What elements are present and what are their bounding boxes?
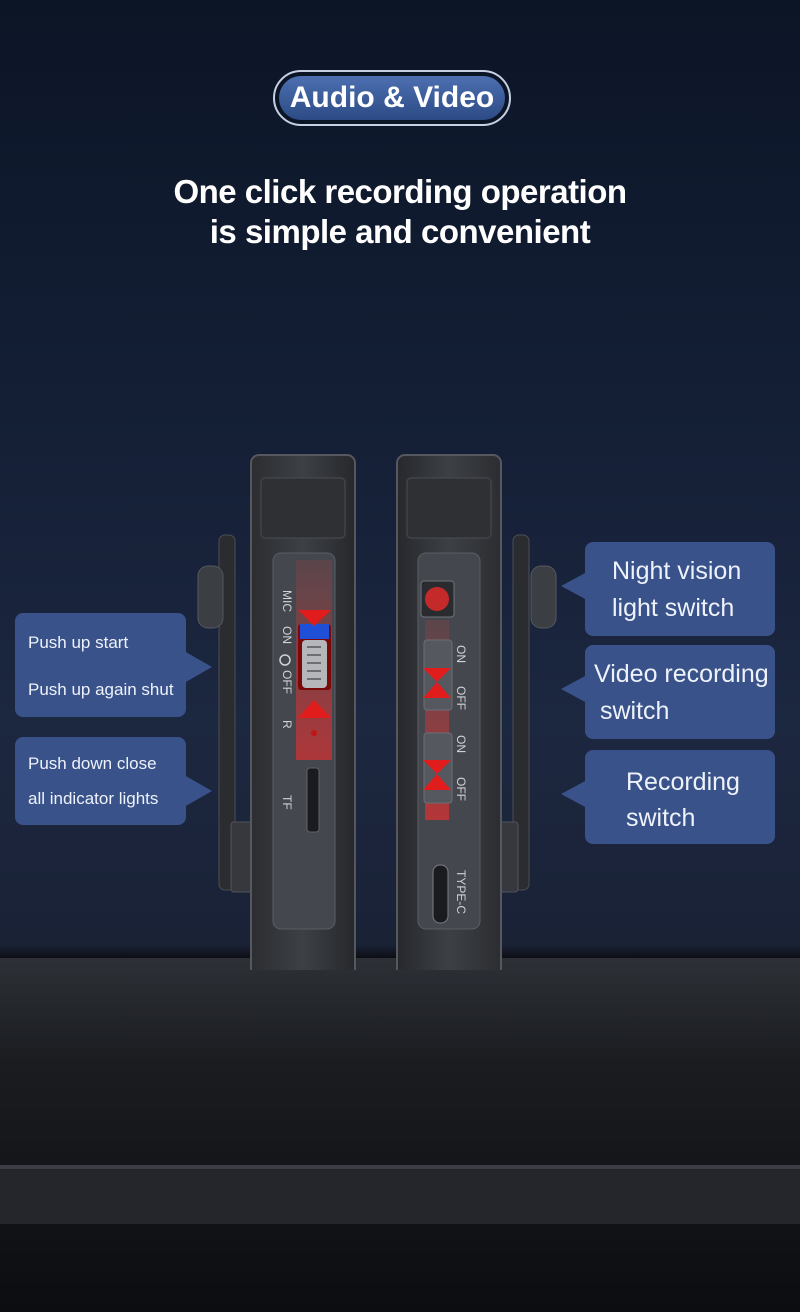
audio-off-label: OFF (454, 777, 468, 801)
r-label: R (280, 720, 294, 729)
callout-push-down-line1: Push down close (28, 754, 157, 773)
device-right-side-view: ON OFF ON OFF TYPE-C (396, 454, 557, 970)
callout-push-up: Push up start Push up again shut (15, 613, 212, 717)
headline-line-1: One click recording operation (173, 173, 627, 210)
type-c-port (432, 864, 449, 924)
floor-base (0, 1169, 800, 1224)
clip-knob (530, 565, 557, 629)
callout-recording: Recording switch (561, 750, 775, 844)
callout-night-vision-line2: light switch (612, 594, 735, 622)
callout-recording-line2: switch (626, 804, 696, 832)
callout-push-up-line2: Push up again shut (28, 680, 174, 699)
belt-clip (512, 534, 530, 891)
arrow-down-icon (423, 760, 451, 774)
mic-label: MIC (280, 590, 294, 612)
video-on-label: ON (454, 645, 468, 663)
device-left-side-view: MIC ON OFF R TF (197, 454, 356, 970)
tf-card-slot (306, 767, 320, 833)
floor-edge (0, 1165, 800, 1169)
callout-night-vision: Night vision light switch (561, 542, 775, 636)
callout-video-recording-line1: Video recording (594, 660, 769, 688)
audio-on-label: ON (454, 735, 468, 753)
callout-video-recording: Video recording switch (561, 645, 775, 739)
tf-label: TF (280, 795, 294, 810)
on-label: ON (280, 626, 294, 644)
headline-line-2: is simple and convenient (209, 213, 591, 250)
type-c-label: TYPE-C (454, 870, 468, 914)
callout-push-down-line2: all indicator lights (28, 789, 159, 808)
callout-video-recording-line2: switch (600, 697, 670, 725)
night-light-icon (425, 587, 449, 611)
video-off-label: OFF (454, 686, 468, 710)
callout-night-vision-line1: Night vision (612, 557, 742, 585)
category-badge: Audio & Video (273, 70, 511, 126)
belt-clip (218, 534, 236, 891)
callout-push-down: Push down close all indicator lights (15, 737, 212, 825)
clip-knob (197, 565, 224, 629)
callout-recording-line1: Recording (626, 768, 740, 796)
off-label: OFF (280, 670, 294, 694)
power-icon (279, 654, 291, 666)
arrow-down-icon (423, 668, 451, 682)
callout-push-up-line1: Push up start (28, 633, 129, 652)
arrow-up-icon (423, 774, 451, 790)
floor-surface (0, 958, 800, 1312)
arrow-up-icon (423, 682, 451, 698)
arrow-up-icon (298, 700, 331, 718)
category-badge-label: Audio & Video (279, 76, 505, 120)
arrow-down-icon (298, 610, 331, 626)
